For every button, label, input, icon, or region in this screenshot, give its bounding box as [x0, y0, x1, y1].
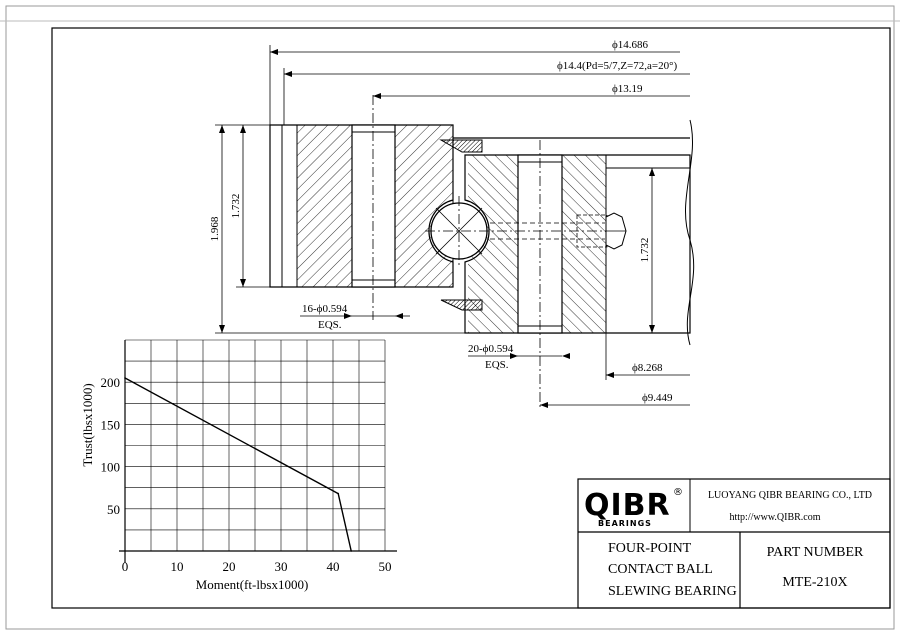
seal-top	[439, 139, 483, 153]
company-url: http://www.QIBR.com	[729, 512, 820, 523]
dim-id-inner: ϕ8.268	[632, 362, 663, 374]
dim-height-total: 1.968	[209, 216, 221, 241]
break-line	[685, 119, 695, 346]
load-curve-point	[350, 550, 353, 552]
chart-ticks: 0 10 20 30 40 50 50 100 150 200	[101, 375, 392, 574]
dimensions	[215, 45, 690, 408]
y-tick-label: 50	[107, 502, 120, 517]
x-tick-label: 0	[122, 559, 129, 574]
dim-holes-inner: 20-ϕ0.594	[468, 343, 514, 355]
seal-bottom	[440, 299, 483, 311]
part-number-value: MTE-210X	[782, 575, 847, 590]
brand-logo-sub: BEARINGS	[598, 519, 652, 528]
part-number-label: PART NUMBER	[767, 545, 864, 560]
dimension-labels: ϕ14.686 ϕ14.4(Pd=5/7,Z=72,a=20°) ϕ13.19 …	[209, 39, 677, 404]
drawing-frame	[51, 27, 891, 609]
dim-height-outer: 1.732	[230, 194, 242, 219]
chart-xlabel: Moment(ft-lbsx1000)	[196, 577, 309, 592]
dim-eqs-outer: EQS.	[318, 319, 342, 331]
chart-grid	[125, 339, 386, 551]
company-name: LUOYANG QIBR BEARING CO., LTD	[708, 490, 872, 501]
dim-height-inner: 1.732	[639, 238, 651, 263]
outer-ring-hatch-a	[296, 124, 353, 288]
title-block: QIBR ® BEARINGS LUOYANG QIBR BEARING CO.…	[577, 478, 891, 609]
load-curve-point	[337, 492, 340, 495]
brand-logo-reg: ®	[673, 487, 683, 498]
load-chart: 0 10 20 30 40 50 50 100 150 200 Moment(ft-lbsx100…	[80, 339, 397, 592]
desc-line-3: SLEWING BEARING	[608, 584, 737, 599]
desc-line-1: FOUR-POINT	[608, 541, 692, 556]
dim-od-outer: ϕ14.686	[612, 39, 649, 51]
page-border	[5, 5, 895, 630]
x-tick-label: 40	[327, 559, 340, 574]
chart-series	[124, 377, 353, 552]
brand-logo: QIBR	[584, 488, 671, 523]
title-block-frame	[577, 478, 891, 609]
cross-section	[269, 95, 695, 410]
desc-line-2: CONTACT BALL	[608, 562, 713, 577]
chart-ylabel: Trust(lbsx1000)	[80, 383, 95, 466]
outer-ring-hatch-b	[394, 124, 454, 288]
dim-od-ring: ϕ13.19	[612, 83, 643, 95]
y-tick-label: 150	[101, 417, 121, 432]
outer-bolt-hole	[351, 124, 396, 288]
y-tick-label: 100	[101, 460, 121, 475]
x-tick-label: 20	[223, 559, 236, 574]
x-tick-label: 10	[171, 559, 184, 574]
load-curve-line	[124, 377, 352, 552]
y-tick-label: 200	[101, 375, 121, 390]
dim-eqs-inner: EQS.	[485, 359, 509, 371]
inner-ring-hatch-b	[561, 154, 607, 334]
dim-pitch: ϕ14.4(Pd=5/7,Z=72,a=20°)	[557, 60, 677, 72]
load-curve-point	[124, 377, 126, 379]
x-tick-label: 30	[275, 559, 288, 574]
contact-line-b	[435, 207, 483, 255]
dim-bc-inner: ϕ9.449	[642, 392, 673, 404]
chart-axes	[119, 340, 397, 563]
x-tick-label: 50	[379, 559, 392, 574]
dim-holes-outer: 16-ϕ0.594	[302, 303, 348, 315]
